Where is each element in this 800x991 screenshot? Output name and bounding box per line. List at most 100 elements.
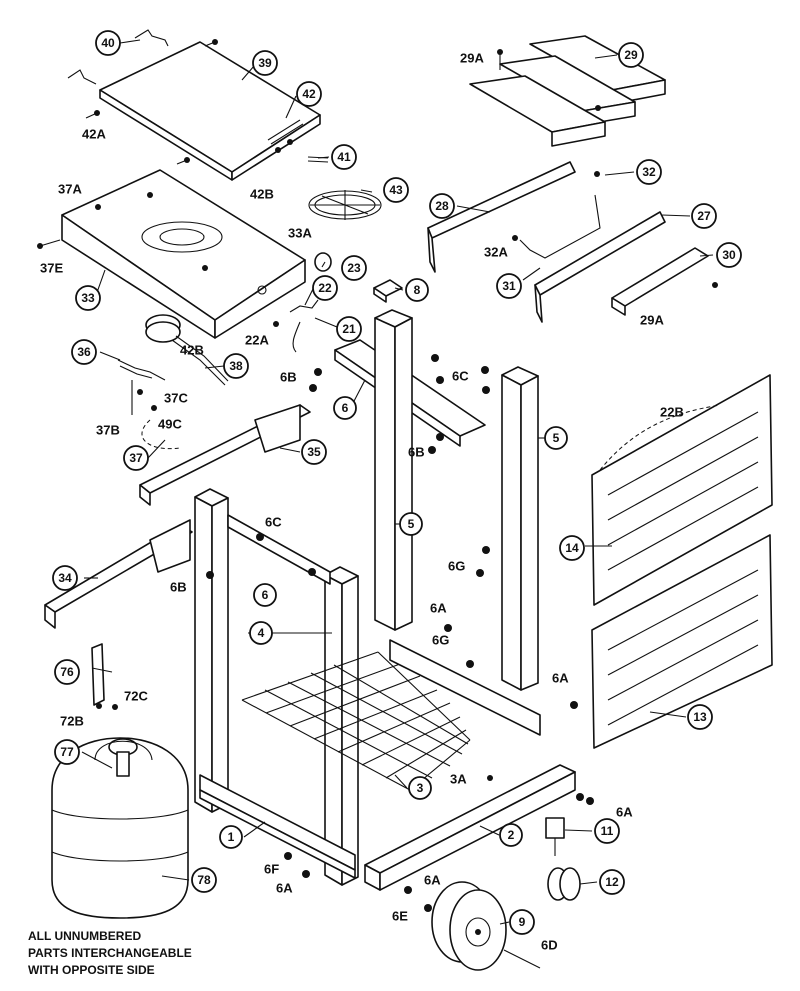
label-29A-top: 29A xyxy=(460,51,484,66)
callout-9: 9 xyxy=(509,909,535,935)
label-6A-bottom: 6A xyxy=(424,873,441,888)
callout-21: 21 xyxy=(336,316,362,342)
shelf-rail-35 xyxy=(139,404,311,506)
hanger-32 xyxy=(512,194,601,259)
label-6B-mid: 6B xyxy=(408,445,425,460)
valve-22 xyxy=(273,299,319,353)
bottom-rail-2 xyxy=(364,764,576,891)
label-6B-lower: 6B xyxy=(170,580,187,595)
callout-6-rear-label: 6 xyxy=(342,401,349,415)
label-29A-lower: 29A xyxy=(640,313,664,328)
label-22B: 22B xyxy=(660,405,684,420)
callout-6-rear: 6 xyxy=(333,396,357,420)
callout-78: 78 xyxy=(191,867,217,893)
callout-35-label: 35 xyxy=(307,445,321,459)
shelf-rail-34 xyxy=(44,519,193,629)
side-panel-14 xyxy=(591,374,773,606)
shelf-bracket-27 xyxy=(534,211,666,323)
callout-8: 8 xyxy=(405,278,429,302)
label-6A-right: 6A xyxy=(552,671,569,686)
label-6G-upper: 6G xyxy=(448,559,465,574)
label-42B-burner: 42B xyxy=(180,343,204,358)
callout-40: 40 xyxy=(95,30,121,56)
side-brace-6 xyxy=(227,514,331,585)
callout-4-label: 4 xyxy=(258,626,265,640)
label-6F: 6F xyxy=(264,862,279,877)
callout-1-label: 1 xyxy=(228,830,235,844)
callout-8-label: 8 xyxy=(414,283,421,297)
callout-28: 28 xyxy=(429,193,455,219)
rear-bottom-rail xyxy=(389,639,541,736)
callout-27-label: 27 xyxy=(697,209,711,223)
callout-2-label: 2 xyxy=(508,828,515,842)
caster-wheel-12 xyxy=(547,867,581,901)
callout-23: 23 xyxy=(341,255,367,281)
label-6A-caster: 6A xyxy=(616,805,633,820)
callout-21-label: 21 xyxy=(342,322,356,336)
label-42B: 42B xyxy=(250,187,274,202)
ignitor-8 xyxy=(373,279,403,303)
callout-30: 30 xyxy=(716,242,742,268)
label-6A-upper: 6A xyxy=(430,601,447,616)
callout-34-label: 34 xyxy=(58,571,72,585)
cooking-grate-43 xyxy=(308,190,382,220)
callout-41: 41 xyxy=(331,144,357,170)
callout-13: 13 xyxy=(687,704,713,730)
callout-32-label: 32 xyxy=(642,165,656,179)
bolts xyxy=(206,354,594,969)
callout-13-label: 13 xyxy=(693,710,707,724)
wheel-9 xyxy=(431,881,507,971)
leg-5-right xyxy=(501,366,539,691)
callout-14: 14 xyxy=(559,535,585,561)
shelf-bracket-28 xyxy=(427,161,576,273)
callout-3: 3 xyxy=(408,776,432,800)
label-6D: 6D xyxy=(541,938,558,953)
callout-76-label: 76 xyxy=(60,665,74,679)
callout-31-label: 31 xyxy=(502,279,516,293)
label-6B-upper: 6B xyxy=(280,370,297,385)
leg-4-front-left xyxy=(194,488,229,813)
tank-bracket-76 xyxy=(91,643,118,710)
callout-12-label: 12 xyxy=(605,875,619,889)
knob-23 xyxy=(314,252,332,272)
callout-12: 12 xyxy=(599,869,625,895)
callout-14-label: 14 xyxy=(565,541,579,555)
footnote-line-3: WITH OPPOSITE SIDE xyxy=(28,963,155,977)
part-labels: 42A 42B 37A 37E 33A 22A 42B 37C 37B 49C … xyxy=(40,51,684,953)
footnote: ALL UNNUMBERED PARTS INTERCHANGEABLE WIT… xyxy=(28,928,192,979)
callout-27: 27 xyxy=(691,203,717,229)
callout-2: 2 xyxy=(499,823,523,847)
callout-6-side: 6 xyxy=(253,583,277,607)
label-37C: 37C xyxy=(164,391,188,406)
side-shelf-slats-29 xyxy=(469,35,666,147)
callout-78-label: 78 xyxy=(197,873,211,887)
callout-5-center: 5 xyxy=(399,512,423,536)
leg-4-front-right xyxy=(324,566,359,886)
callout-3-label: 3 xyxy=(417,781,424,795)
callout-5-right-label: 5 xyxy=(553,431,560,445)
label-32A: 32A xyxy=(484,245,508,260)
label-37A: 37A xyxy=(58,182,82,197)
label-33A: 33A xyxy=(288,226,312,241)
label-6C-upper: 6C xyxy=(452,369,469,384)
callout-23-label: 23 xyxy=(347,261,361,275)
caster-11 xyxy=(545,817,565,856)
label-6A-front: 6A xyxy=(276,881,293,896)
callout-42-label: 42 xyxy=(302,87,316,101)
callout-33-label: 33 xyxy=(81,291,95,305)
label-37B: 37B xyxy=(96,423,120,438)
callout-1: 1 xyxy=(219,825,243,849)
callout-5-right: 5 xyxy=(544,426,568,450)
callout-37-label: 37 xyxy=(129,451,143,465)
callout-31: 31 xyxy=(496,273,522,299)
callout-38: 38 xyxy=(223,353,249,379)
callout-5-center-label: 5 xyxy=(408,517,415,531)
firebox-part-33 xyxy=(61,169,306,339)
callout-35: 35 xyxy=(301,439,327,465)
callout-43-label: 43 xyxy=(389,183,403,197)
label-49C: 49C xyxy=(158,417,182,432)
fastener-37E xyxy=(37,239,61,249)
shelf-fasteners xyxy=(497,49,718,288)
label-3A: 3A xyxy=(450,772,467,787)
callout-43: 43 xyxy=(383,177,409,203)
